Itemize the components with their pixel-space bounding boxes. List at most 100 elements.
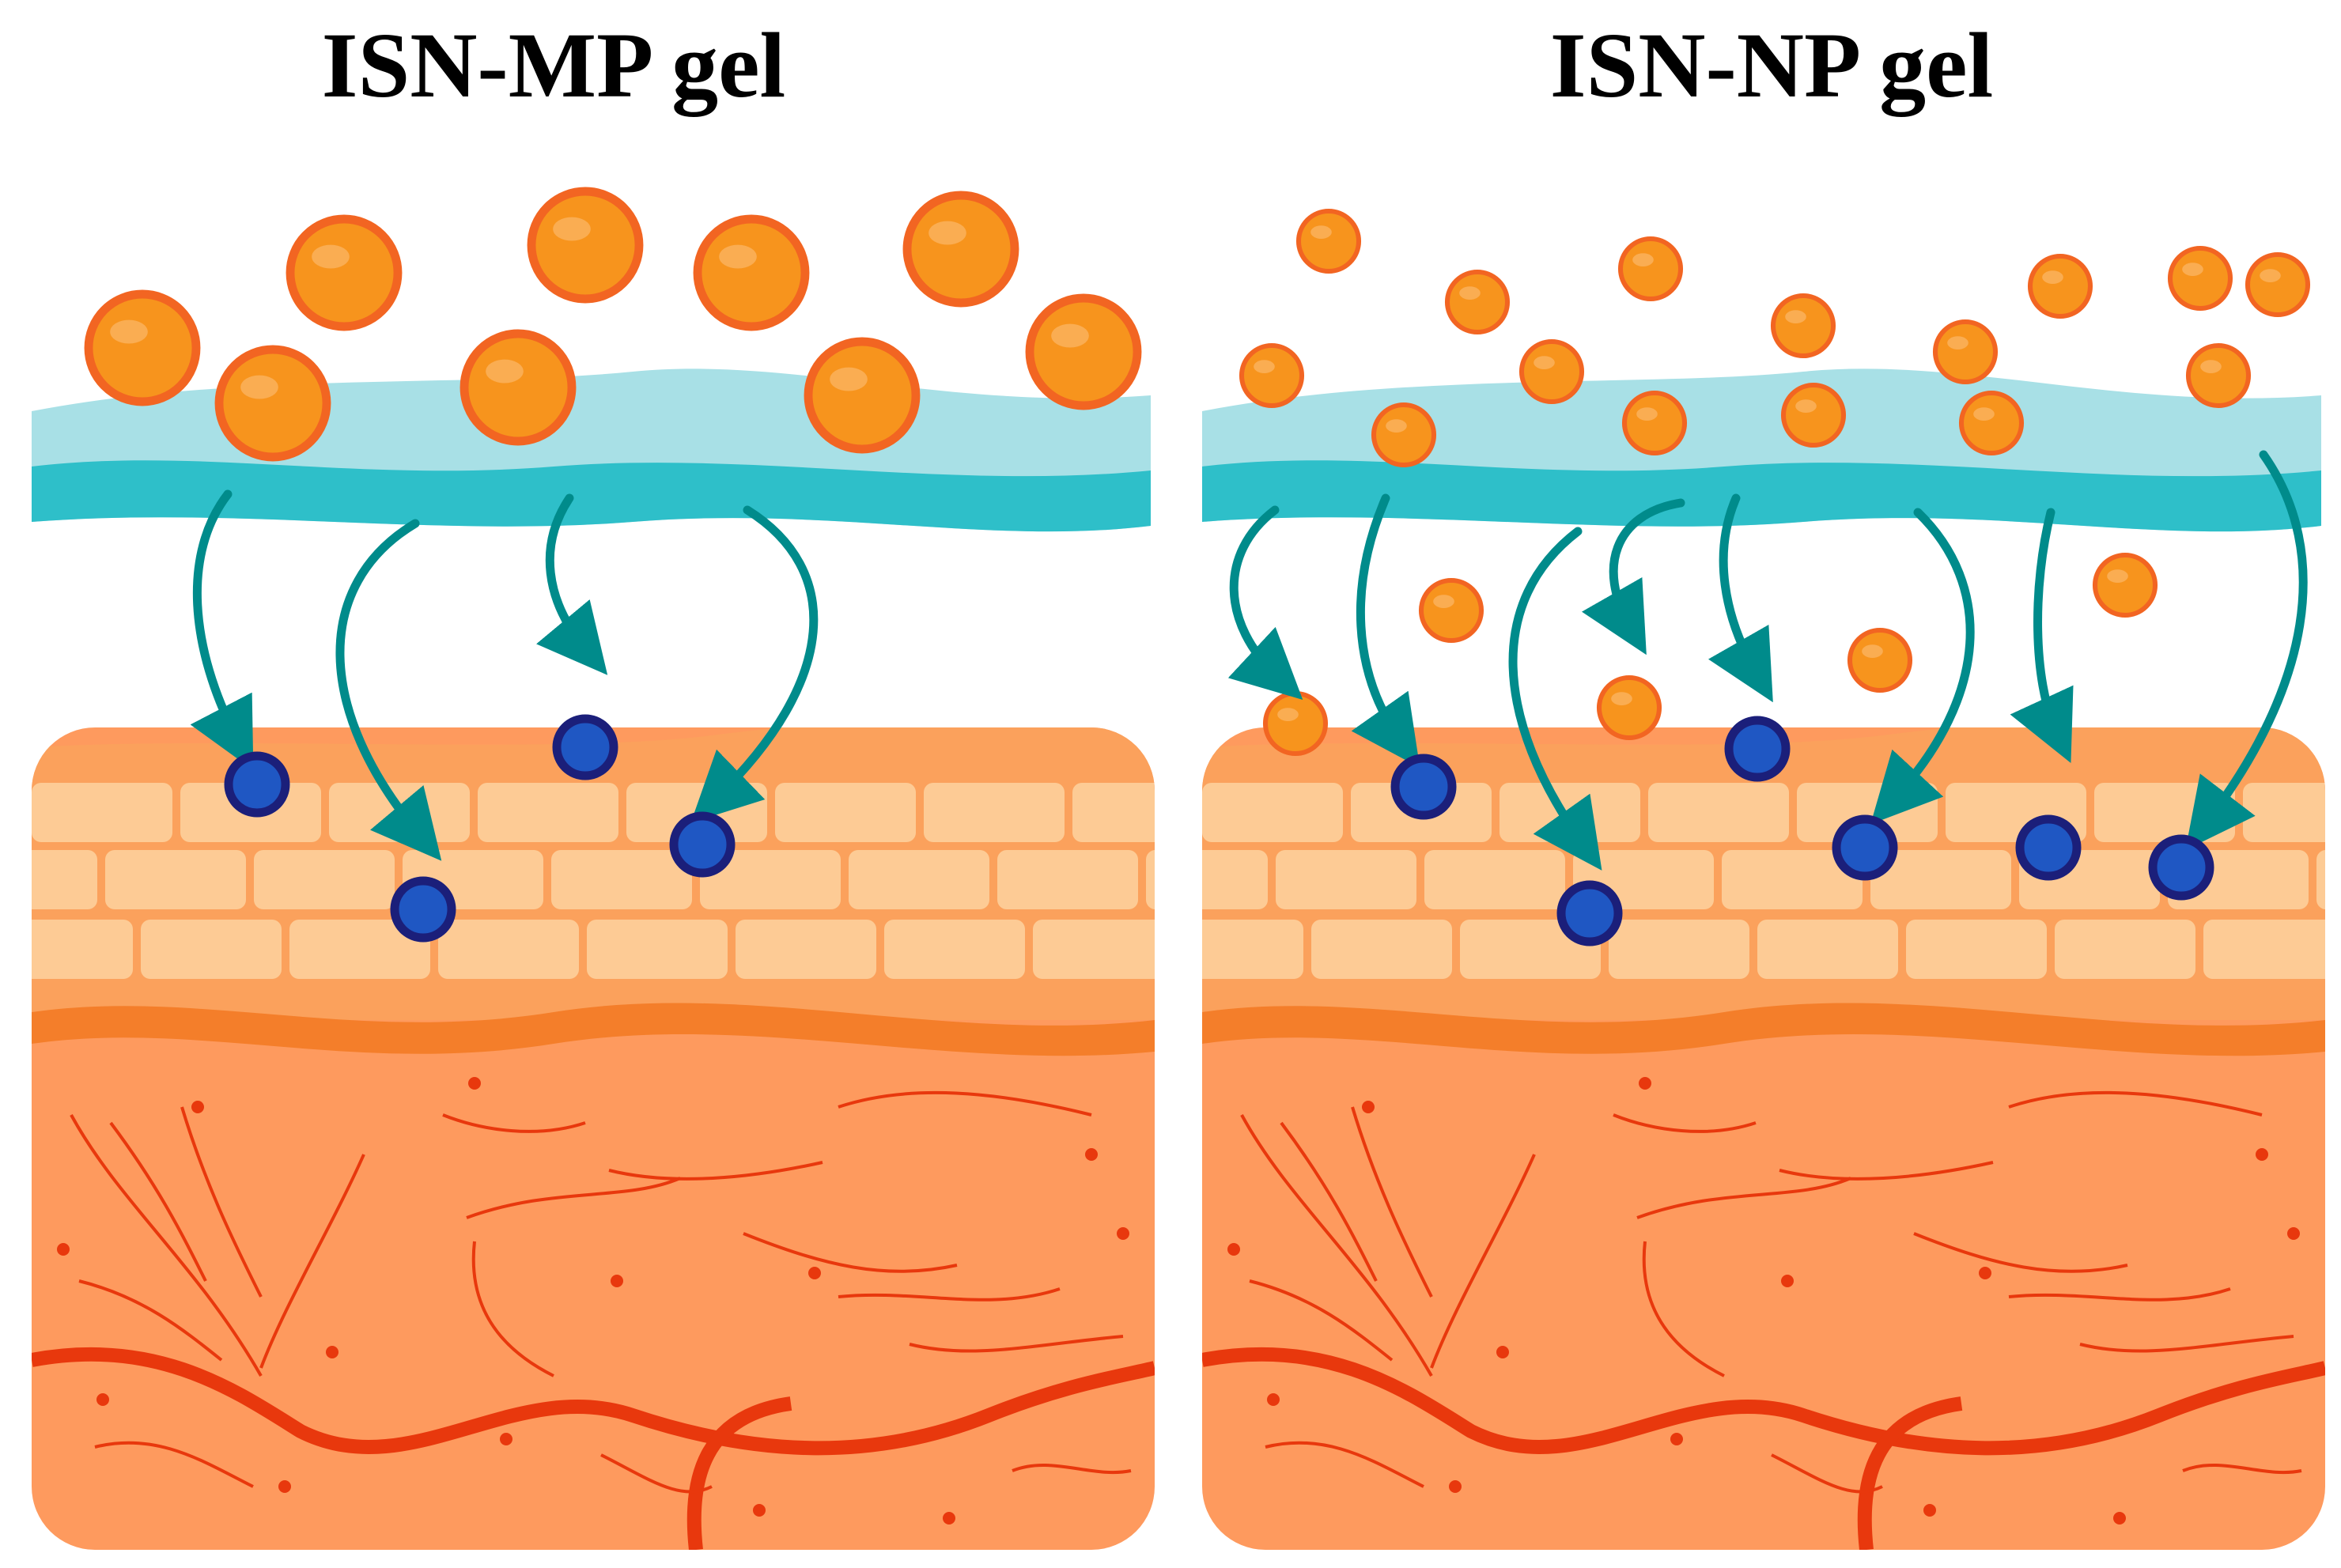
epidermal-cell bbox=[884, 920, 1025, 979]
particle-highlight bbox=[1277, 708, 1299, 721]
particle-body bbox=[2185, 342, 2252, 409]
tissue-dot bbox=[1979, 1267, 1991, 1279]
particle-body bbox=[902, 191, 1019, 308]
drug-molecule-body bbox=[224, 751, 290, 818]
particle-highlight bbox=[719, 244, 757, 269]
particle-body bbox=[1780, 382, 1847, 448]
tissue-dot bbox=[2256, 1148, 2268, 1161]
particle-body bbox=[1025, 293, 1142, 410]
main-blood-vessel bbox=[32, 1347, 1155, 1456]
particle-highlight bbox=[1310, 225, 1332, 239]
particle-highlight bbox=[1433, 595, 1454, 608]
nanoparticle bbox=[2185, 342, 2252, 409]
capillary bbox=[1430, 1154, 1536, 1369]
gel-layer-bottom bbox=[1202, 460, 2321, 532]
drug-molecule bbox=[669, 811, 736, 878]
epidermal-cell bbox=[1722, 850, 1863, 909]
epidermal-cell bbox=[2055, 920, 2195, 979]
particle-body bbox=[1295, 208, 1362, 274]
microparticle bbox=[214, 345, 331, 462]
nanoparticle bbox=[1621, 390, 1688, 456]
tissue-dot bbox=[500, 1433, 512, 1445]
tissue-dot bbox=[753, 1504, 766, 1517]
tissue-dot bbox=[191, 1101, 204, 1113]
particle-highlight bbox=[2182, 263, 2203, 276]
penetration-arrow bbox=[536, 493, 608, 675]
penetration-arrow bbox=[2185, 450, 2308, 850]
particle-highlight bbox=[1534, 356, 1555, 369]
tissue-dot bbox=[1639, 1077, 1651, 1090]
skin-section bbox=[1202, 727, 2325, 1550]
epidermal-cell bbox=[551, 850, 692, 909]
capillary bbox=[259, 1154, 365, 1369]
capillary bbox=[1913, 1232, 2128, 1273]
epidermal-cell bbox=[2316, 850, 2325, 909]
microparticle bbox=[84, 289, 201, 406]
particle-body bbox=[2167, 245, 2233, 312]
microparticle bbox=[527, 187, 644, 304]
particle-body bbox=[1371, 402, 1437, 468]
epidermal-cell bbox=[289, 920, 430, 979]
tissue-dot bbox=[1449, 1480, 1462, 1493]
epidermal-cell bbox=[32, 783, 172, 842]
drug-molecule bbox=[1556, 880, 1623, 946]
penetration-arrow bbox=[1708, 493, 1773, 703]
nanoparticle bbox=[1444, 269, 1511, 335]
drug-molecule bbox=[2148, 834, 2214, 901]
tissue-dot bbox=[2287, 1227, 2300, 1240]
capillary bbox=[600, 1453, 713, 1494]
capillary bbox=[1240, 1114, 1433, 1377]
basement-membrane bbox=[32, 1003, 1155, 1056]
tissue-dot bbox=[326, 1346, 338, 1358]
capillary bbox=[466, 1177, 681, 1219]
epidermal-cell bbox=[1202, 920, 1303, 979]
epidermal-cell bbox=[478, 783, 618, 842]
tissue-dot bbox=[1923, 1504, 1936, 1517]
microparticle bbox=[902, 191, 1019, 308]
tissue-dot bbox=[1227, 1243, 1240, 1256]
nanoparticle bbox=[1262, 690, 1329, 757]
capillary bbox=[78, 1279, 223, 1362]
particle-highlight bbox=[1785, 310, 1806, 323]
tissue-dot bbox=[1496, 1346, 1509, 1358]
microparticle bbox=[693, 214, 810, 331]
drug-molecule bbox=[552, 714, 618, 780]
basement-membrane bbox=[1202, 1003, 2325, 1056]
particle-highlight bbox=[240, 375, 278, 399]
particle-body bbox=[693, 214, 810, 331]
epidermal-cell bbox=[997, 850, 1138, 909]
particle-highlight bbox=[2042, 270, 2063, 284]
particle-body bbox=[1596, 674, 1662, 741]
tissue-dot bbox=[1117, 1227, 1129, 1240]
particle-body bbox=[84, 289, 201, 406]
capillary bbox=[608, 1161, 823, 1181]
particle-body bbox=[214, 345, 331, 462]
penetration-arrow bbox=[2010, 508, 2074, 763]
epidermal-cell bbox=[1033, 920, 1155, 979]
particle-highlight bbox=[1051, 323, 1089, 348]
epidermal-cell bbox=[1870, 850, 2011, 909]
microparticle bbox=[460, 329, 577, 446]
tissue-dot bbox=[57, 1243, 70, 1256]
tissue-dot bbox=[468, 1077, 481, 1090]
nanoparticle bbox=[1617, 236, 1684, 302]
capillary bbox=[442, 1113, 586, 1133]
capillary bbox=[838, 1287, 1061, 1302]
branch-blood-vessel bbox=[1857, 1396, 1963, 1550]
tissue-dot bbox=[1781, 1275, 1794, 1287]
drug-molecule-body bbox=[390, 876, 456, 943]
capillary bbox=[838, 1090, 1092, 1116]
capillary bbox=[2182, 1464, 2302, 1475]
tissue-dot bbox=[611, 1275, 623, 1287]
tissue-dot bbox=[278, 1480, 291, 1493]
epidermal-cell bbox=[1500, 783, 1640, 842]
particle-body bbox=[1847, 627, 1913, 693]
particle-body bbox=[2092, 552, 2158, 618]
penetration-arrow bbox=[1870, 508, 1975, 825]
epidermal-cell bbox=[1202, 783, 1343, 842]
microparticle bbox=[804, 337, 921, 454]
epidermal-cell bbox=[1276, 850, 1416, 909]
tissue-dot bbox=[1085, 1148, 1098, 1161]
drug-molecule-body bbox=[1390, 754, 1457, 820]
capillary bbox=[743, 1232, 958, 1273]
